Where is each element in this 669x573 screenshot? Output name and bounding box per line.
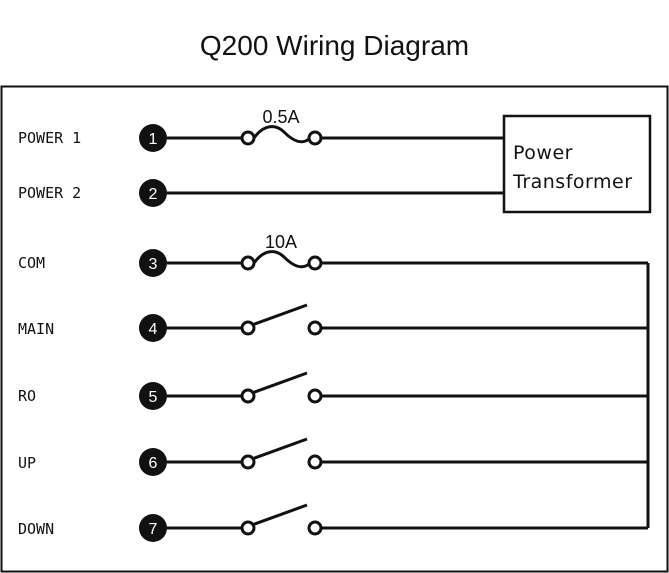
terminal-number-2: 2: [149, 186, 158, 203]
terminal-7: 7: [139, 514, 167, 542]
terminal-number-7: 7: [149, 521, 158, 538]
terminal-label-7: DOWN: [18, 520, 54, 538]
diagram-frame: [0, 85, 669, 573]
up-switch: [167, 437, 648, 470]
diagram-title: Q200 Wiring Diagram: [199, 30, 470, 61]
terminal-label-5: RO: [18, 387, 36, 405]
terminal-number-3: 3: [149, 256, 158, 273]
main-switch: [167, 303, 648, 336]
fuse-contact: [307, 255, 323, 271]
down-switch: [167, 503, 648, 536]
terminal-number-5: 5: [149, 389, 158, 406]
terminal-label-6: UP: [18, 454, 36, 472]
power1-wire: [167, 125, 504, 144]
terminal-number-6: 6: [149, 455, 158, 472]
fuse-rating-com: 10A: [265, 232, 297, 252]
terminal-1: 1: [139, 124, 167, 152]
terminal-5: 5: [139, 382, 167, 410]
terminal-2: 2: [139, 179, 167, 207]
terminal-label-3: COM: [18, 254, 45, 272]
transformer-label-line2: Transformer: [512, 171, 633, 193]
terminal-3: 3: [139, 249, 167, 277]
terminal-number-1: 1: [149, 131, 158, 148]
power-transformer-box: [502, 114, 652, 214]
fuse-contact: [240, 255, 256, 271]
terminal-label-1: POWER 1: [18, 129, 81, 147]
fuse-rating-power: 0.5A: [262, 107, 299, 127]
terminal-label-4: MAIN: [18, 320, 54, 338]
fuse-contact: [307, 130, 323, 146]
terminal-number-4: 4: [149, 321, 158, 338]
fuse-contact: [240, 130, 256, 146]
transformer-label-line1: Power: [513, 142, 573, 164]
terminal-6: 6: [139, 448, 167, 476]
com-wire: [167, 250, 648, 269]
ro-switch: [167, 371, 648, 404]
terminal-label-2: POWER 2: [18, 184, 81, 202]
terminal-4: 4: [139, 314, 167, 342]
